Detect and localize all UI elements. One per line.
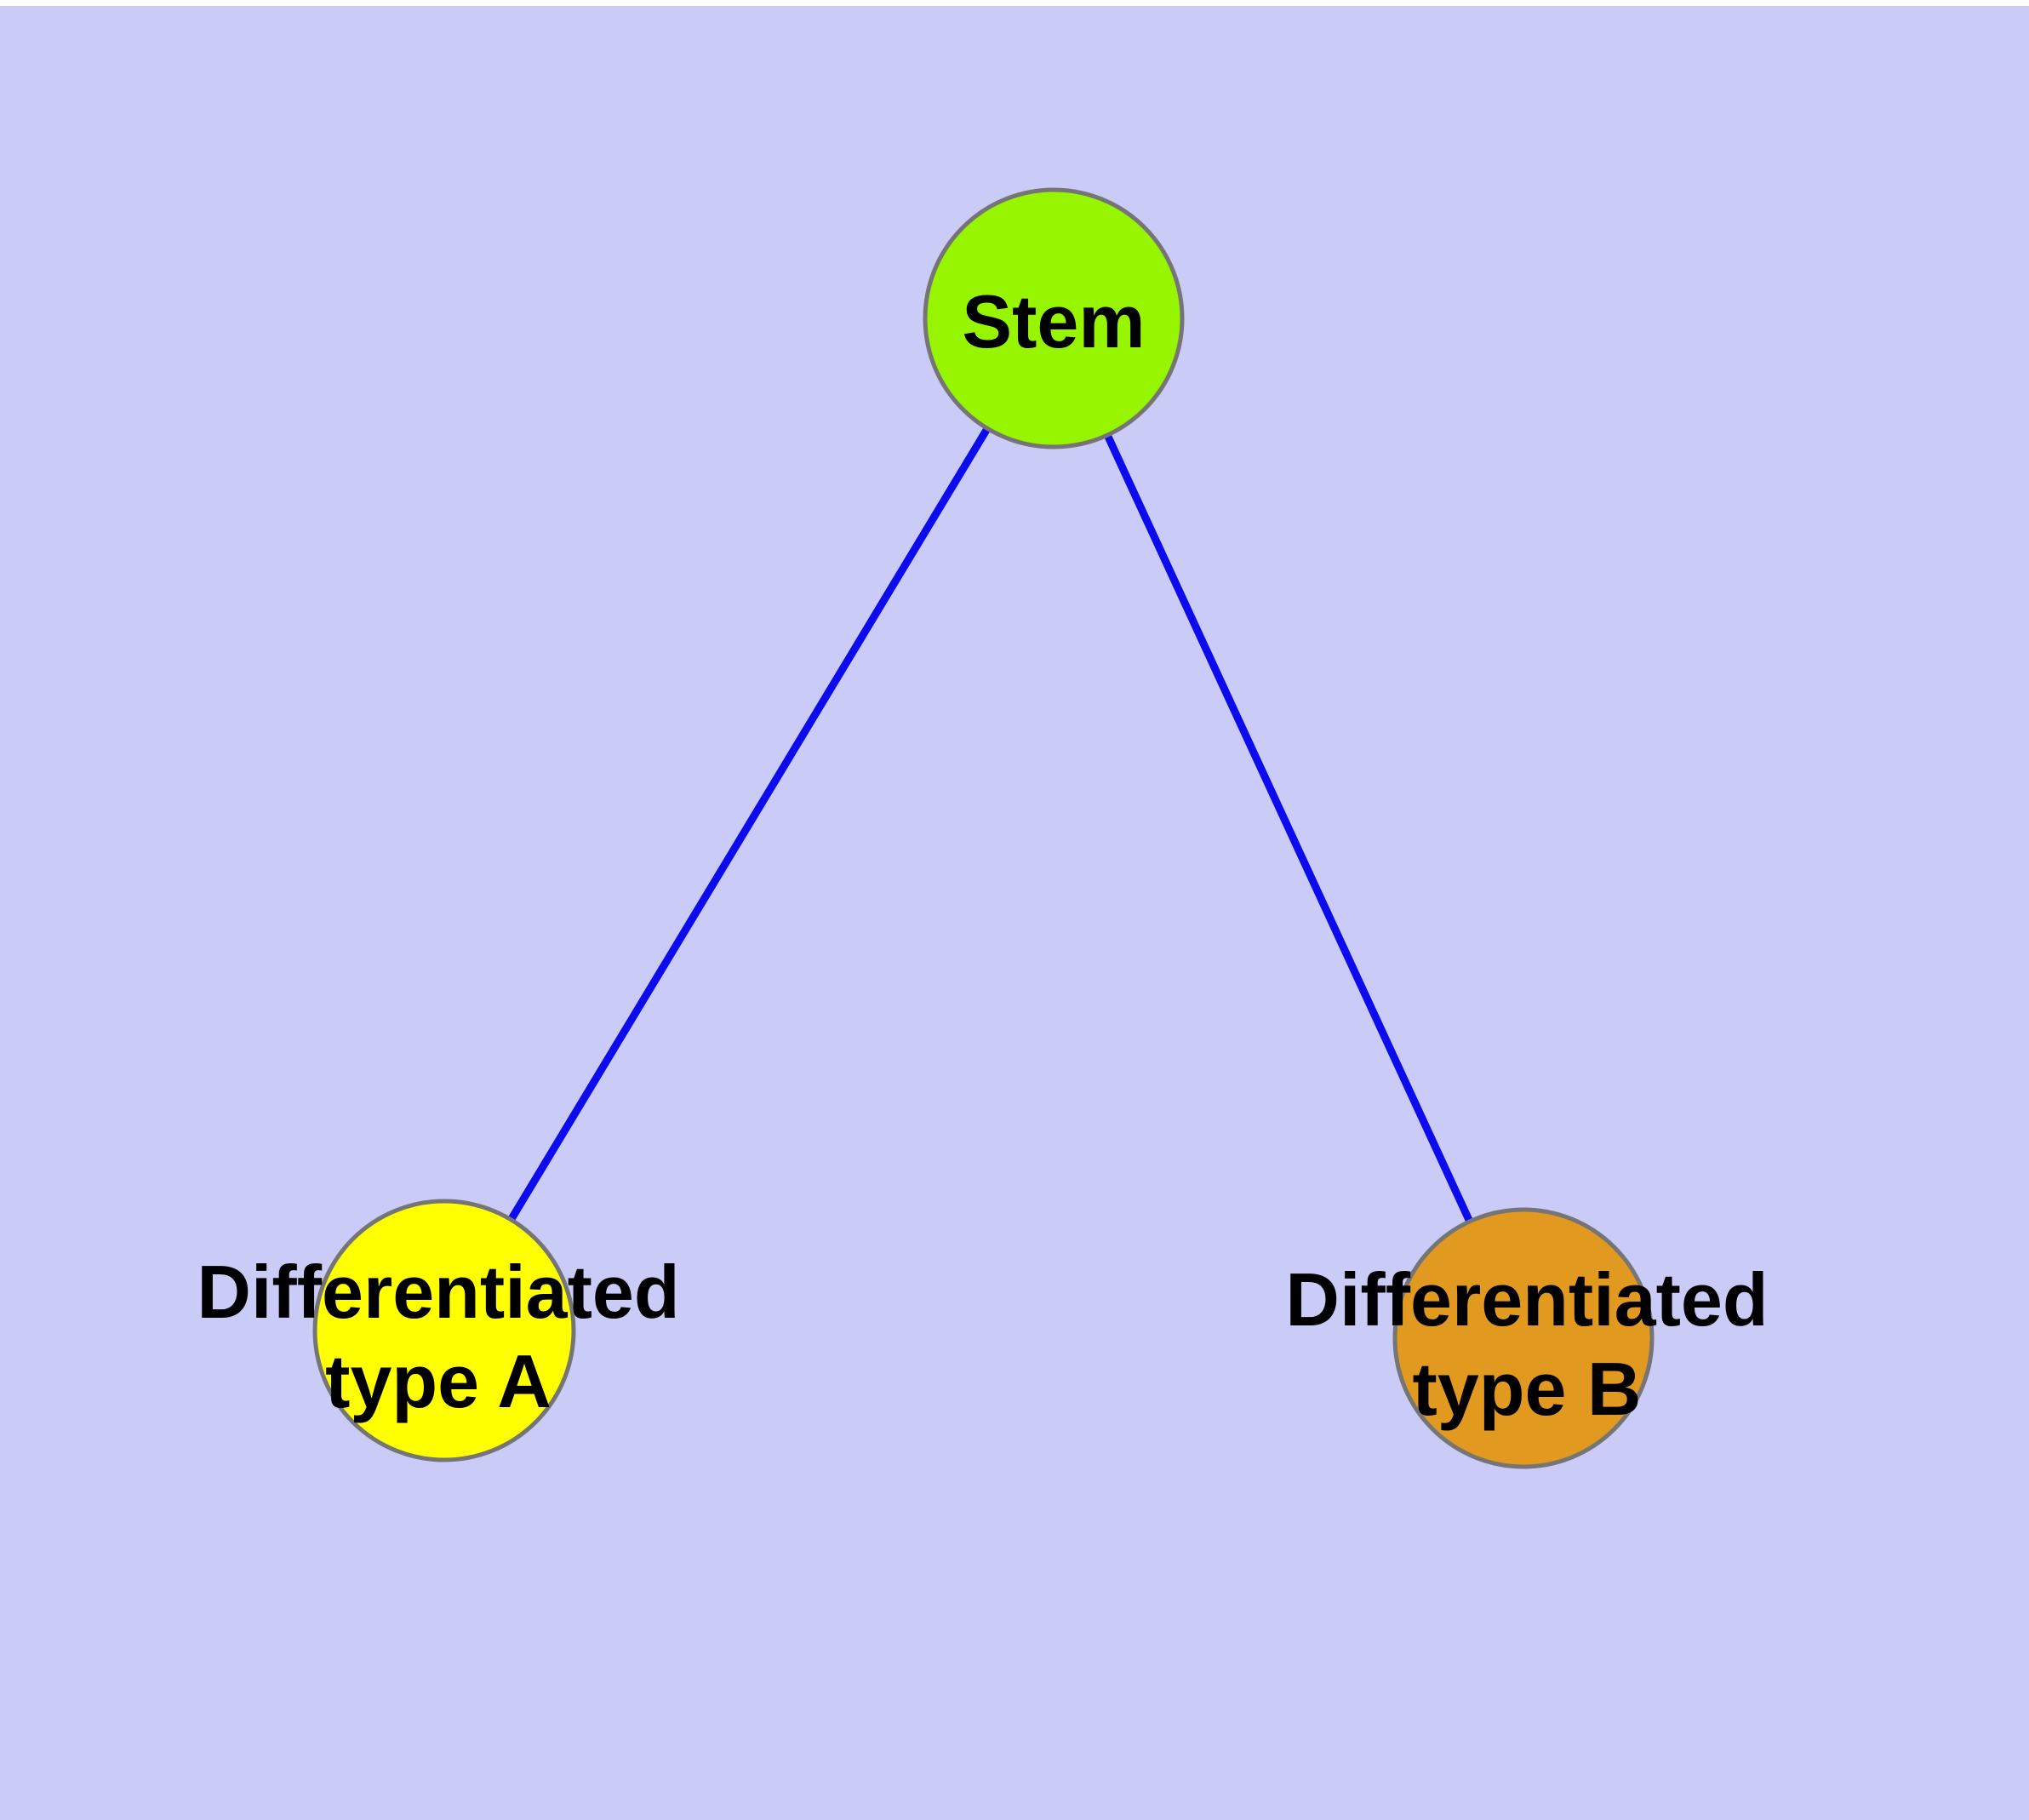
node-differentiated-type-b-label-line1: Differentiated bbox=[1285, 1257, 1768, 1342]
node-differentiated-type-b[interactable]: Differentiated type B bbox=[1285, 1207, 1769, 1469]
node-differentiated-type-a-label-line2: type A bbox=[325, 1339, 552, 1423]
node-differentiated-type-a[interactable]: Differentiated type A bbox=[197, 1199, 680, 1462]
node-differentiated-type-a-circle[interactable] bbox=[312, 1199, 576, 1462]
node-differentiated-type-a-label-line1: Differentiated bbox=[197, 1250, 679, 1334]
node-stem-circle[interactable] bbox=[923, 187, 1185, 449]
node-stem-label: Stem bbox=[962, 279, 1145, 363]
node-differentiated-type-b-circle[interactable] bbox=[1392, 1207, 1655, 1469]
edge-stem-to-type-a bbox=[441, 316, 1057, 1333]
node-differentiated-type-b-label-line2: type B bbox=[1413, 1347, 1642, 1431]
edge-stem-to-type-b bbox=[1049, 317, 1528, 1340]
node-stem[interactable]: Stem bbox=[923, 187, 1185, 449]
